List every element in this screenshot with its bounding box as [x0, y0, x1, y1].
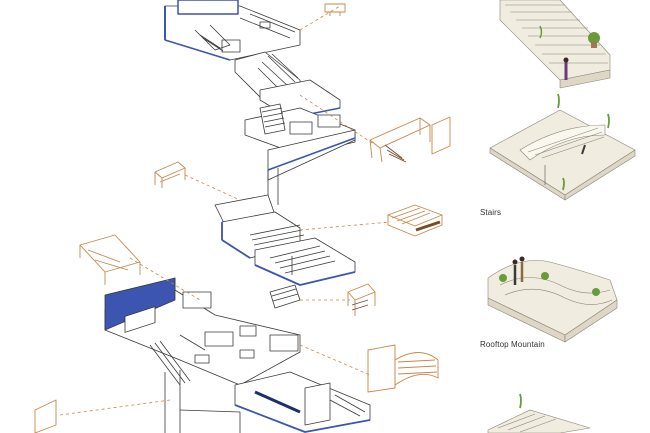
stair-block-1 [234, 51, 341, 119]
component-tiered-seating [387, 204, 443, 237]
building-stack [104, 0, 371, 433]
level-top [164, 0, 301, 61]
level-5 [164, 370, 371, 433]
component-panel-bottom [34, 399, 57, 433]
level-3 [214, 194, 356, 286]
extracted-components [34, 3, 451, 433]
component-shelf-left [79, 234, 141, 285]
component-small-left [154, 161, 186, 188]
stair-block-2 [269, 284, 301, 309]
vignette-rooftop-mountain [487, 256, 618, 343]
caption-stairs: Stairs [480, 208, 502, 217]
vignette-bottom-partial [487, 393, 591, 433]
component-curved-seat [367, 344, 439, 393]
level-2 [244, 103, 356, 205]
leader-lines [59, 5, 391, 416]
vignette-stairs-seating [489, 93, 636, 201]
level-4 [104, 277, 301, 386]
caption-rooftop-mountain: Rooftop Mountain [480, 340, 545, 349]
component-frame-stair [369, 116, 451, 163]
vignette-stairs-top [499, 0, 611, 89]
component-step-cube [347, 283, 376, 316]
component-bench-top [324, 3, 346, 16]
